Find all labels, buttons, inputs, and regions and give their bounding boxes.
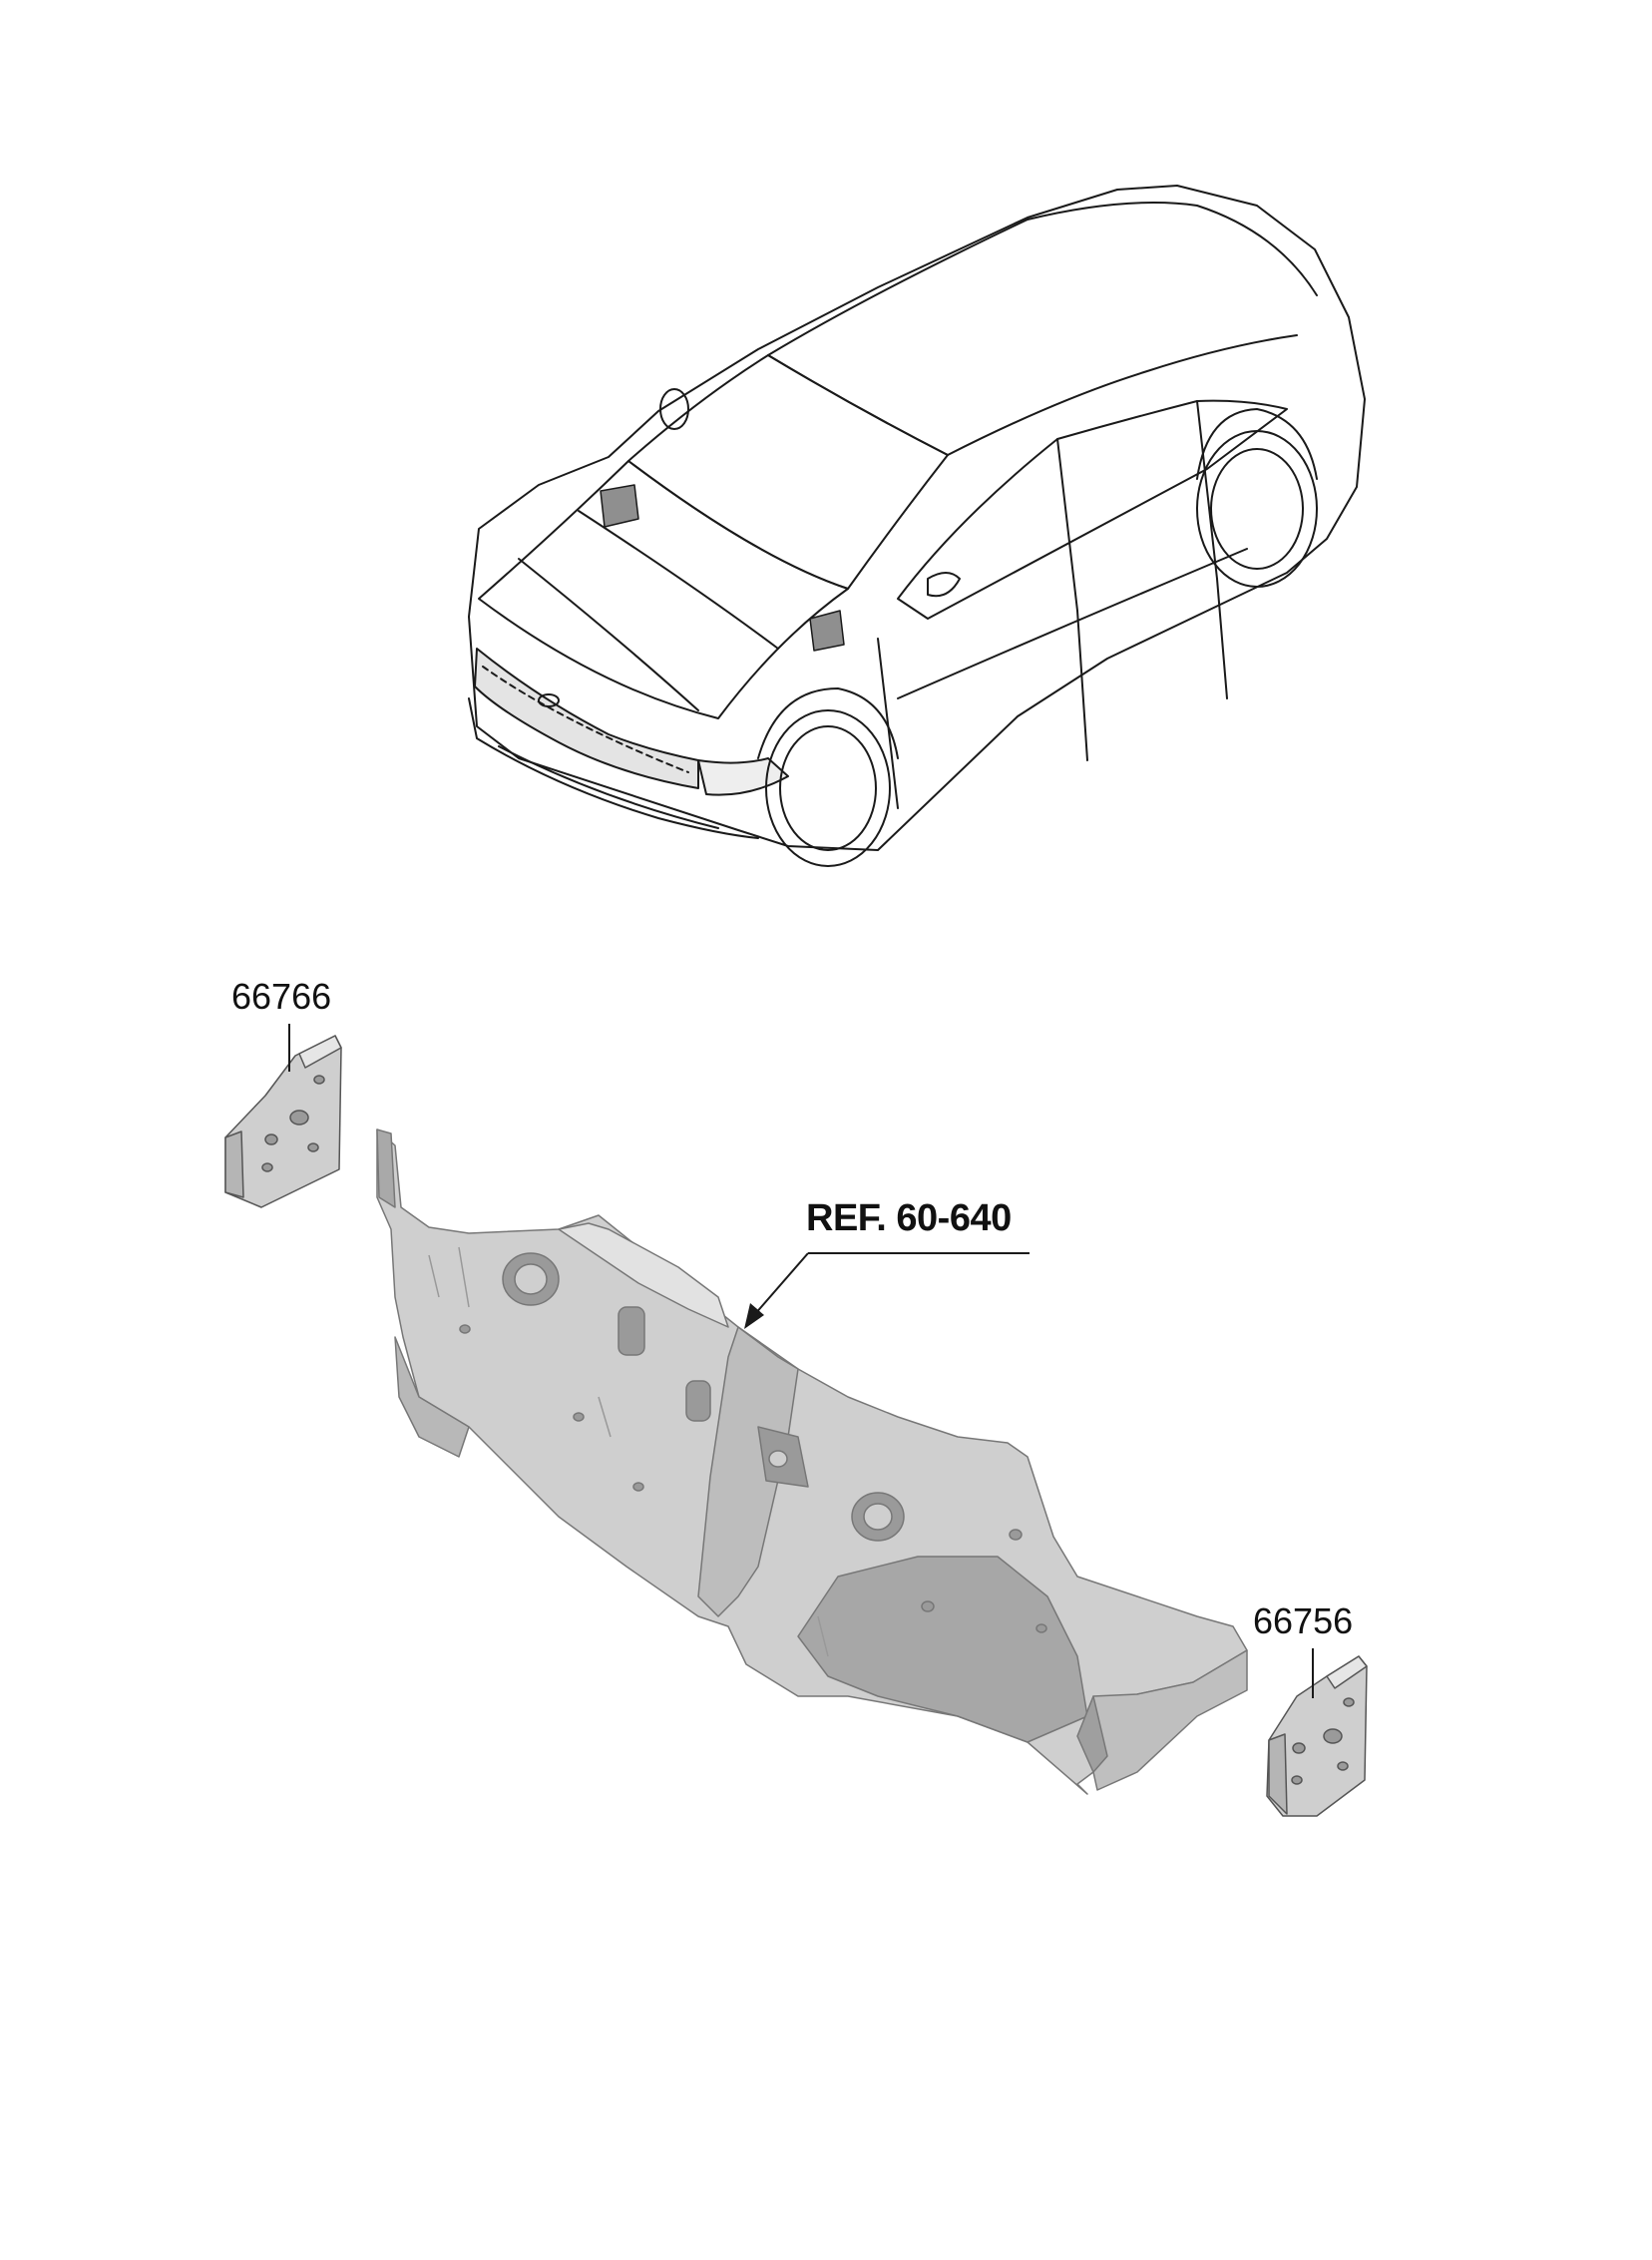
callout-66766[interactable]: 66766	[231, 976, 332, 1017]
car-rear-wheel	[1196, 430, 1318, 588]
car-body-outline	[468, 185, 1366, 851]
install-spot-right	[809, 610, 845, 652]
car-side-windows	[897, 399, 1288, 620]
leader-arrowhead-ref	[744, 1303, 764, 1329]
leader-line-ref	[753, 1252, 1030, 1316]
car-hood	[478, 460, 849, 719]
install-spot-left	[600, 484, 639, 528]
vehicle-illustration	[468, 185, 1366, 867]
callout-66756[interactable]: 66756	[1253, 1600, 1354, 1641]
car-door-lines	[877, 578, 1228, 809]
callout-ref-60-640[interactable]: REF. 60-640	[806, 1197, 1012, 1239]
dash-panel-part[interactable]	[376, 1129, 1248, 1795]
car-headlight	[697, 757, 789, 796]
car-grille	[474, 648, 699, 789]
car-mirror-left	[659, 388, 689, 430]
left-side-panel-part[interactable]	[224, 1035, 342, 1208]
right-side-panel-part[interactable]	[1266, 1655, 1368, 1817]
car-roof	[767, 202, 1318, 356]
car-front-wheel	[765, 709, 891, 867]
car-badge	[538, 693, 560, 707]
car-mirror-right	[927, 572, 961, 598]
